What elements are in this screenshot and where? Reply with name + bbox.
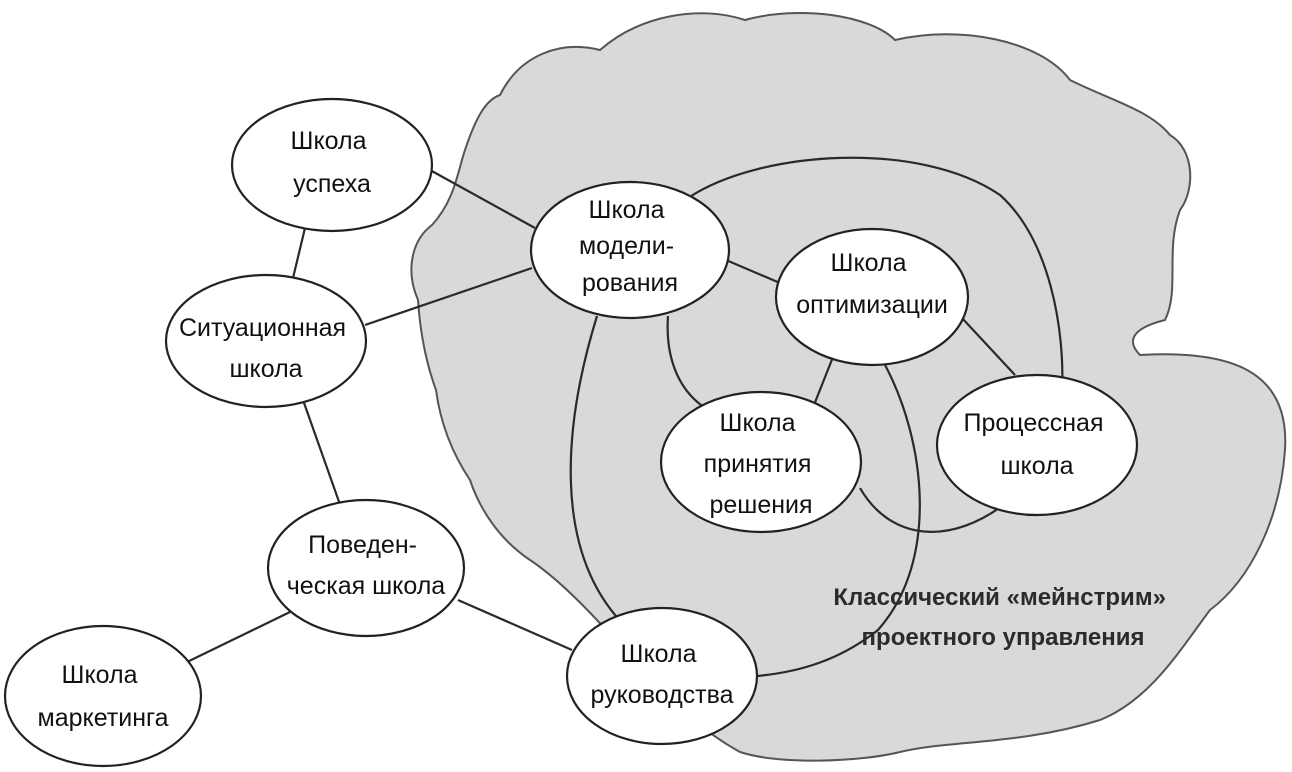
connections [184, 156, 1064, 678]
node-behavioral-line-2: ческая школа [287, 572, 446, 600]
node-situational-line-2: школа [229, 355, 302, 383]
node-modeling-line-3: рования [582, 269, 678, 297]
edge-modeling-leadership-outer [569, 315, 626, 627]
svg-text:Школа оптимизации: Школа оптимизации [796, 249, 948, 319]
svg-text:Поведен- ческая школа: Поведен- ческая школа [287, 531, 446, 600]
node-behavioral: Поведен- ческая школа [266, 498, 466, 638]
edge-optimization-decision [810, 356, 835, 411]
node-decision-line-3: решения [709, 491, 812, 519]
node-decision-line-2: принятия [704, 450, 812, 478]
node-process: Процессная школа [935, 373, 1139, 517]
mainstream-label-line-2: проектного управления [862, 624, 1145, 651]
svg-text:Школа руководства: Школа руководства [590, 640, 733, 709]
node-success-line-1: Школа [291, 127, 367, 155]
node-situational-line-1: Ситуационная [179, 314, 346, 342]
node-decision-line-1: Школа [720, 409, 796, 437]
node-modeling: Школа модели- рования [529, 180, 731, 320]
node-success-line-2: успеха [293, 170, 371, 198]
node-modeling-line-2: модели- [579, 232, 674, 260]
svg-text:Школа принятия реш: Школа принятия решения [704, 409, 819, 519]
node-leadership-line-2: руководства [590, 681, 733, 709]
svg-text:Школа модели- рова: Школа модели- рования [579, 196, 681, 297]
edge-situational-behavioral [301, 399, 345, 514]
edge-behavioral-marketing [184, 611, 291, 664]
node-situational: Ситуационная школа [164, 273, 368, 409]
edge-optimization-process [961, 317, 1016, 376]
mainstream-label: Классический «мейнстрим» проектного упра… [833, 584, 1172, 651]
node-optimization-line-2: оптимизации [796, 291, 948, 319]
edge-behavioral-leadership [457, 598, 573, 652]
edge-modeling-optimization [725, 258, 781, 285]
edge-optimization-leadership [756, 364, 921, 678]
svg-text:Школа маркетинга: Школа маркетинга [38, 661, 169, 732]
mainstream-label-line-1: Классический «мейнстрим» [833, 584, 1166, 611]
edge-success-situational [291, 227, 307, 279]
svg-text:Процессная школа: Процессная школа [964, 409, 1111, 480]
svg-text:Ситуационная школа: Ситуационная школа [179, 314, 353, 383]
node-marketing-line-1: Школа [62, 661, 138, 689]
node-leadership-line-1: Школа [621, 640, 697, 668]
node-optimization: Школа оптимизации [774, 227, 970, 367]
node-behavioral-line-1: Поведен- [308, 531, 417, 559]
edge-decision-process [859, 487, 1011, 533]
edge-modeling-process-arc [687, 156, 1064, 393]
node-process-line-1: Процессная [964, 409, 1104, 437]
svg-text:Школа успеха: Школа успеха [291, 127, 374, 198]
node-process-line-2: школа [1000, 452, 1073, 480]
node-marketing-line-2: маркетинга [38, 704, 169, 732]
edge-success-modeling [429, 169, 536, 229]
edge-situational-modeling [364, 266, 533, 327]
node-modeling-line-1: Школа [589, 196, 665, 224]
node-leadership: Школа руководства [565, 606, 759, 746]
node-decision: Школа принятия решения [659, 390, 863, 534]
node-success: Школа успеха [230, 97, 434, 233]
node-optimization-line-1: Школа [831, 249, 907, 277]
node-marketing: Школа маркетинга [3, 624, 203, 768]
